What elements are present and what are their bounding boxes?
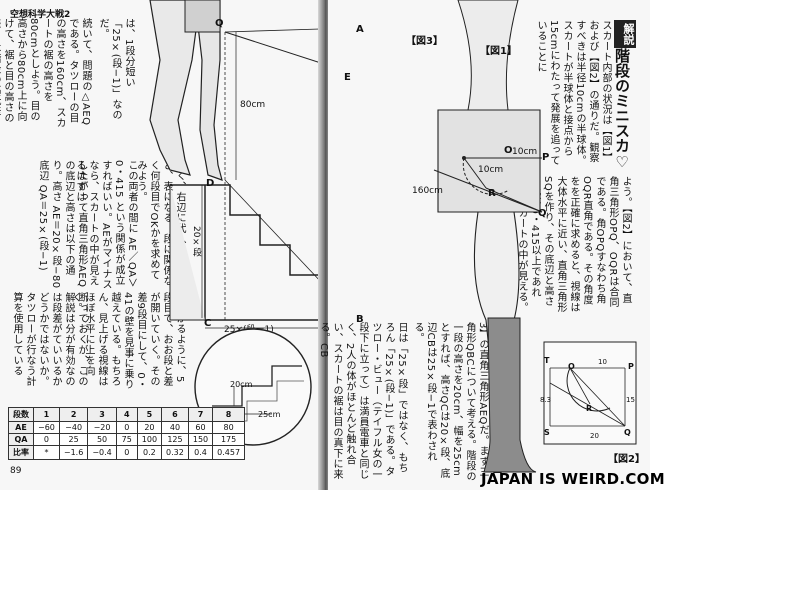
point-label-q: Q (538, 208, 547, 219)
text-column: 続いて、問題の△AEQである。タツローの目の高さを160cm、スカートの裾の高さ… (2, 18, 91, 129)
table-cell: 5 (136, 407, 163, 422)
page-number: 89 (10, 466, 22, 476)
table-cell: QA (8, 433, 34, 446)
table-cell: 8 (212, 407, 246, 422)
stair-height-label: 20cm (230, 380, 253, 389)
table-cell: 175 (212, 433, 246, 446)
figure-1-diagram (437, 0, 541, 473)
running-head: 空想科学大戦2 (10, 10, 71, 20)
table-cell: 0 (115, 421, 138, 434)
dimension-label: 8.3 (540, 396, 552, 404)
text-column: したがって直角三角形AEQの底辺と高さは以下の通り。高さ AE＝20×段−80 … (37, 160, 87, 293)
table-cell: 0.4 (187, 445, 214, 460)
dimension-80-label: 80cm (240, 100, 266, 110)
radius-label: 10cm (478, 165, 504, 175)
table-cell: 40 (161, 421, 189, 434)
text-column: は、1段分短い「25×(段−1)」なのだ。 (97, 18, 134, 121)
point-label-b: B (356, 314, 364, 325)
figure-2-diagram (543, 341, 637, 445)
table-cell: 比率 (8, 445, 34, 460)
table-cell: 6 (161, 407, 189, 422)
point-label-q: Q (215, 18, 224, 29)
figure-2-label: 【図2】 (608, 454, 645, 465)
table-cell: 60 (187, 421, 214, 434)
dimension-label: 20 (590, 432, 599, 440)
table-cell: 50 (87, 433, 117, 446)
table-cell: 0 (33, 433, 60, 446)
dimension-vertical-label: 20×段 (191, 226, 201, 257)
radius-label: 10cm (512, 147, 538, 157)
text-column: スカート内部の状況は【図1】および【図2】の通りだ。観察すべきは半径10cmの半… (535, 20, 611, 166)
point-label-d: D (206, 178, 215, 189)
table-cell: 25 (58, 433, 89, 446)
right-page: スカート内部の状況は【図1】および【図2】の通りだ。観察すべきは半径10cmの半… (318, 0, 650, 490)
text-column: 断っておくが、この解説は分が有効なのは段差がていいるかどうかではないか。タツロー… (11, 292, 87, 387)
text-column: でわかるように、5段目で、おお段と差が開いていく。その差9段目にして、0・41の… (70, 292, 185, 390)
table-cell: −40 (58, 421, 89, 434)
stair-side (169, 185, 205, 321)
table-cell: 100 (136, 433, 163, 446)
point-label-c: C (204, 318, 212, 329)
table-cell: 7 (187, 407, 214, 422)
table-cell: 0.2 (136, 445, 163, 460)
table-cell: −1.6 (58, 445, 89, 460)
table-cell: −20 (87, 421, 117, 434)
point-label-o: O (568, 362, 575, 371)
table-cell: 段数 (8, 407, 34, 422)
table-cell: 150 (187, 433, 214, 446)
section-heading: 階段のミニスカ♡ (613, 48, 631, 171)
figure-1-label: 【図1】 (480, 46, 517, 57)
skirt (184, 0, 221, 33)
boot (483, 317, 537, 473)
table-cell: 80 (212, 421, 246, 434)
table-cell: 2 (58, 407, 89, 422)
table-cell: 1 (33, 407, 60, 422)
table-cell: 20 (136, 421, 163, 434)
table-cell: AE (8, 421, 34, 434)
table-cell: −0.4 (87, 445, 117, 460)
left-page: 空想科学大戦2 は、1段分短い「25×(段−1)」なのだ。 続いて、問題の△AE… (0, 0, 427, 490)
table-cell: 4 (115, 407, 138, 422)
table-cell: 0.457 (212, 445, 246, 460)
point-label-p: P (628, 362, 634, 371)
table-cell: 125 (161, 433, 189, 446)
table-cell: 75 (115, 433, 138, 446)
point-label-r: R (586, 404, 593, 413)
dimension-label: 10 (598, 358, 607, 366)
table-cell: −60 (33, 421, 60, 434)
text-column: よう。【図2】において、直角三角形OPQ、OQRは合同である。角OPQすなわち角… (516, 176, 631, 313)
text-column: この両者の間に AE／QA＞0・415 という関係が成立すればいい。AEがマイナ… (74, 160, 137, 290)
figure-3-label: 【図3】 (406, 36, 443, 47)
point-label-r: R (488, 188, 496, 199)
table-cell: 3 (87, 407, 117, 422)
table-cell: 0.32 (161, 445, 189, 460)
kaisetsu-badge: 解説 (614, 20, 636, 48)
skirt (437, 109, 541, 213)
point-label-o: O (504, 145, 513, 156)
figure-1-geometry (433, 156, 543, 213)
point-label-s: S (544, 428, 550, 437)
point-label-p: P (542, 152, 550, 163)
watermark-text: JAPAN IS WEIRD.COM (481, 470, 665, 488)
woman-leg (149, 0, 201, 176)
table-cell: 0 (115, 445, 138, 460)
point-label-e: E (344, 72, 351, 83)
book-spread: 空想科学大戦2 は、1段分短い「25×(段−1)」なのだ。 続いて、問題の△AE… (0, 0, 650, 490)
point-label-q: Q (624, 428, 631, 437)
text-column: 日は「25×段」ではなく、もちろん「25×(段−1)」である。タツロー・ビュー（… (318, 322, 407, 480)
stair-width-label: 25cm (258, 410, 281, 419)
dimension-160-label: 160cm (412, 186, 443, 196)
dimension-label: 15 (626, 396, 635, 404)
point-label-t: T (544, 356, 550, 365)
point-label-a: A (356, 24, 364, 35)
table-cell: * (33, 445, 60, 460)
